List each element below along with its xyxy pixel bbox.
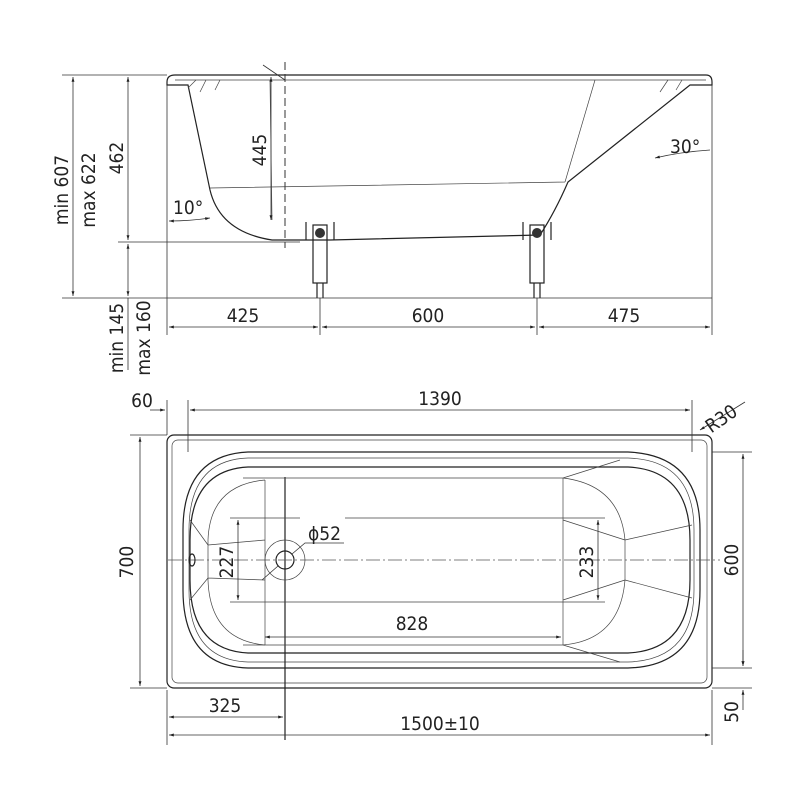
- side-view: min 607 max 622 462 445 min 145 max 160 …: [51, 62, 713, 376]
- tub-top-outline: [166, 434, 713, 689]
- height-min-label: min 607: [51, 155, 73, 225]
- leg-spacing-label: 600: [412, 305, 445, 327]
- leg-min-label: min 145: [106, 303, 128, 373]
- rim-width-label: 60: [131, 390, 153, 412]
- total-length-label: 1500±10: [400, 713, 480, 735]
- top-view: 60 1390 R30 700 600 50 ϕ52 227 233 828 3…: [116, 388, 752, 745]
- inner-depth-label: 445: [249, 134, 271, 167]
- overflow-hole: [188, 553, 196, 567]
- drain-hole: [275, 550, 295, 570]
- basin-rim: [182, 451, 701, 669]
- inner-length-label: 1390: [418, 388, 462, 410]
- inner-width-label: 600: [721, 544, 743, 577]
- drain-outer: [264, 539, 306, 581]
- bottom-length-label: 828: [396, 613, 429, 635]
- leg-right: [522, 222, 552, 298]
- left-angle-label: 10°: [173, 197, 203, 219]
- height-max-label: max 622: [78, 152, 100, 227]
- leg-max-label: max 160: [133, 300, 155, 375]
- total-width-label: 700: [116, 546, 138, 579]
- drain-diameter-label: ϕ52: [308, 523, 341, 545]
- right-basin-width-label: 233: [576, 546, 598, 579]
- leg-left: [305, 222, 335, 298]
- corner-radius-label: R30: [701, 400, 741, 437]
- leg-offset-left-label: 425: [227, 305, 260, 327]
- leg-offset-right-label: 475: [608, 305, 641, 327]
- rim-offset-label: 50: [721, 701, 743, 723]
- left-basin-width-label: 227: [216, 546, 238, 579]
- tub-side-outline: [166, 74, 713, 241]
- drain-offset-label: 325: [209, 695, 242, 717]
- rim-height-label: 462: [106, 142, 128, 175]
- right-angle-label: 30°: [670, 136, 700, 158]
